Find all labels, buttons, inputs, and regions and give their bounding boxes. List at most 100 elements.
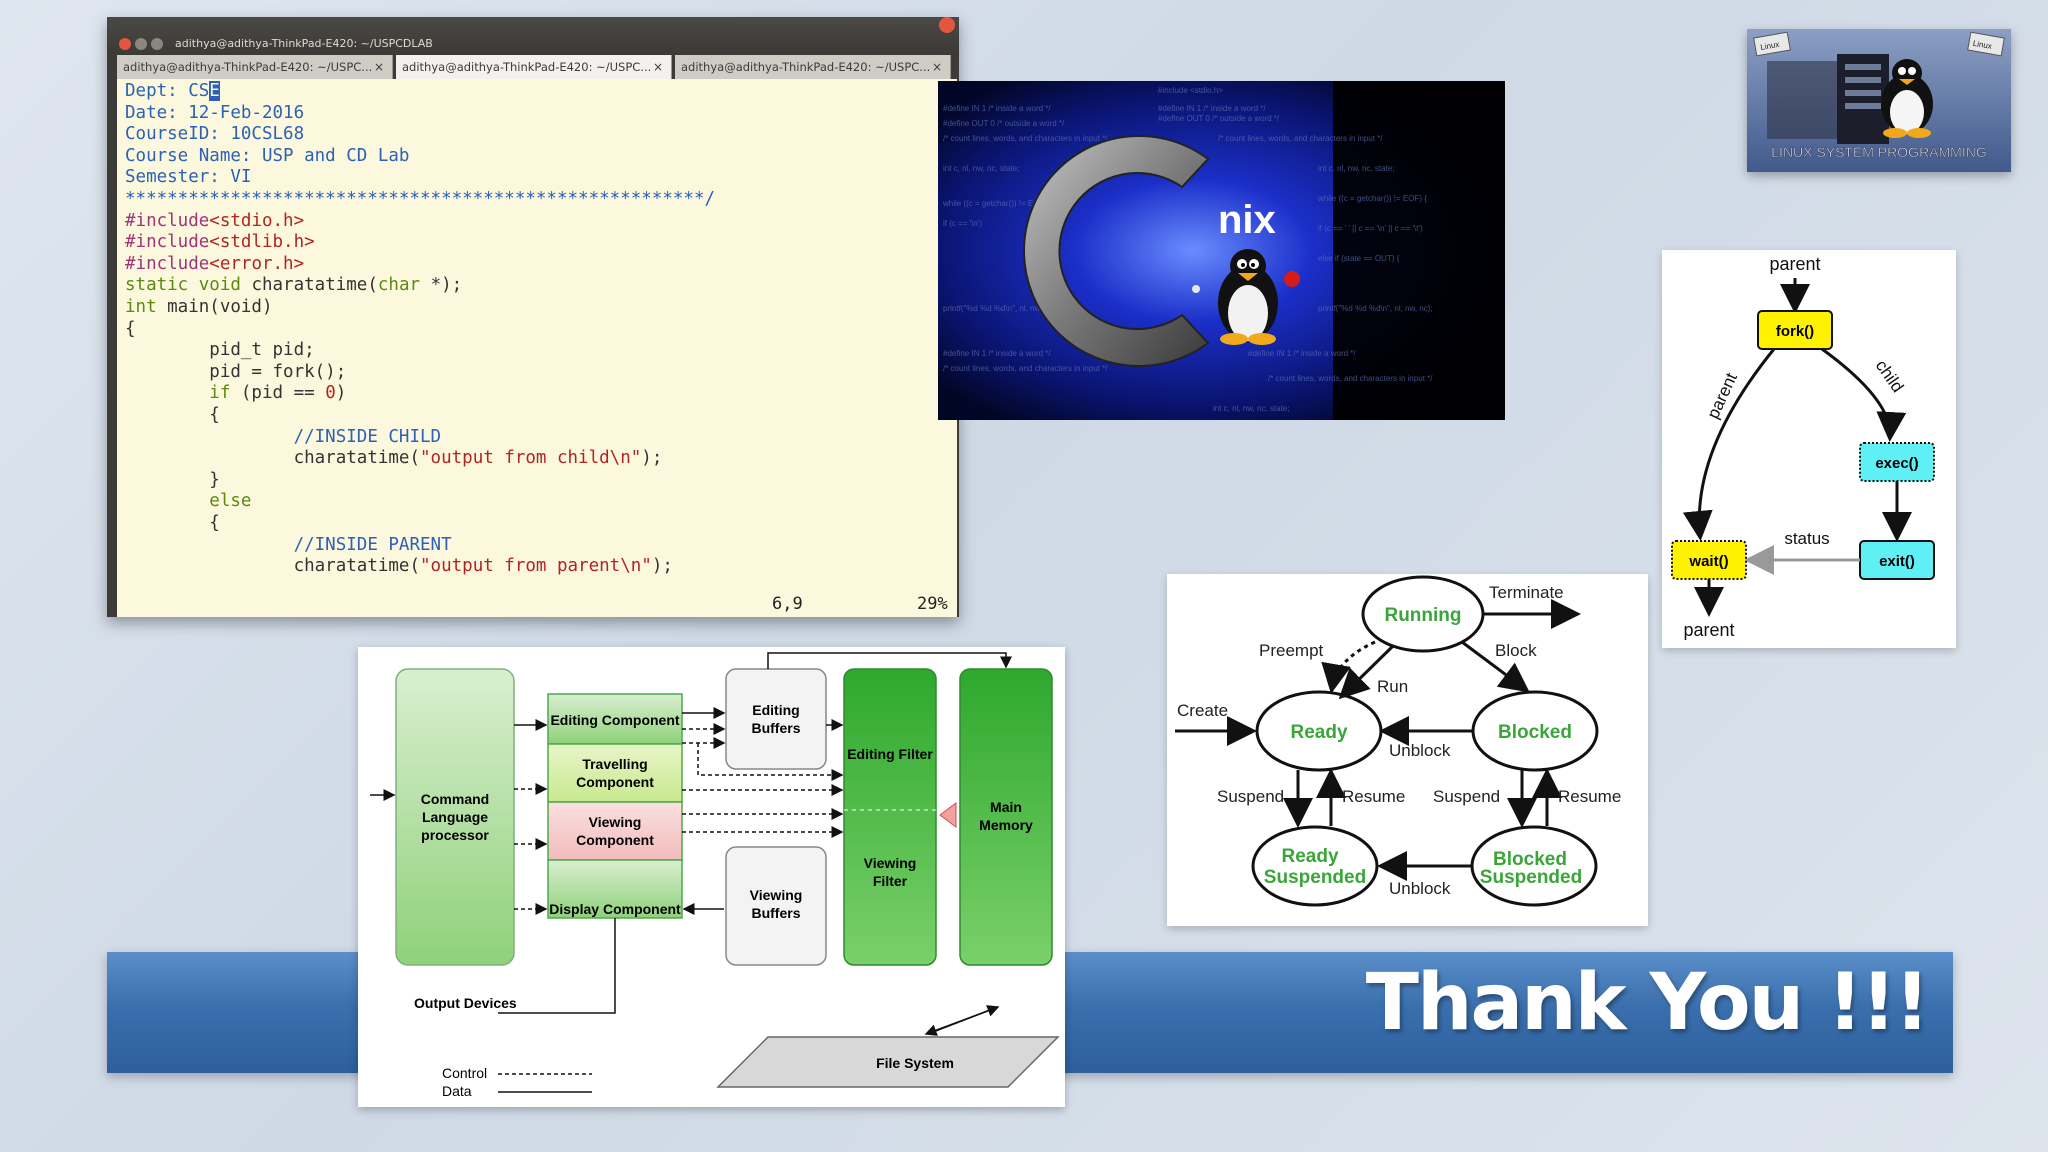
status-edge-label: status <box>1784 529 1829 548</box>
maximize-window-button[interactable] <box>151 38 163 50</box>
travelling-label: Component <box>576 774 654 790</box>
unix-wallpaper-image: #define IN 1 /* inside a word */ #define… <box>938 81 1505 420</box>
code-line: static void charatatime(char *); <box>125 275 463 296</box>
code-line: charatatime("output from parent\n"); <box>125 556 673 577</box>
travelling-label: Travelling <box>582 756 647 772</box>
unix-c-logo <box>1023 135 1210 367</box>
code-snippet: #define IN 1 /* inside a word */ <box>1248 349 1356 358</box>
code-line: charatatime("output from child\n"); <box>125 448 663 469</box>
close-window-button[interactable] <box>119 38 131 50</box>
code-snippet: int c, nl, nw, nc, state; <box>943 164 1019 173</box>
viewing-buffers-box <box>725 846 827 966</box>
terminal-tab-1[interactable]: adithya@adithya-ThinkPad-E420: ~/USPC...… <box>117 55 393 79</box>
viewing-component-label: Component <box>576 832 654 848</box>
tux-penguin-icon <box>1881 59 1933 138</box>
code-line: #include<error.h> <box>125 253 305 274</box>
code-line: pid = fork(); <box>125 361 347 382</box>
code-line: } <box>125 469 220 490</box>
editing-buffers-box <box>725 668 827 770</box>
linux-badge: Linux <box>1972 39 1992 51</box>
scroll-percent: 29% <box>917 594 948 614</box>
close-icon[interactable]: × <box>652 60 663 74</box>
code-snippet: /* count lines, words, and characters in… <box>943 364 1108 373</box>
editing-component-box <box>547 693 683 745</box>
code-snippet: else if (state == OUT) { <box>1318 254 1400 263</box>
close-icon[interactable]: × <box>931 60 942 74</box>
cursor-position: 6,9 <box>772 594 803 614</box>
bottom-parent-label: parent <box>1683 620 1734 640</box>
viewing-buffers-label: Viewing <box>750 887 803 903</box>
viewing-buffers-label: Buffers <box>751 905 800 921</box>
code-line: Dept: CSE <box>125 81 220 101</box>
code-line: #include<stdlib.h> <box>125 232 315 253</box>
viewing-component-label: Viewing <box>589 814 642 830</box>
terminal-tab-3[interactable]: adithya@adithya-ThinkPad-E420: ~/USPC...… <box>675 55 951 79</box>
code-line: int main(void) <box>125 297 273 317</box>
legend-control-label: Control <box>442 1065 487 1081</box>
main-memory-box <box>959 668 1053 966</box>
linux-system-programming-logo: Linux Linux LINUX SYSTEM PROGRAMMING <box>1747 29 2011 172</box>
blocked-suspended-label: Suspended <box>1480 867 1582 888</box>
blocked-suspended-label: Blocked <box>1493 849 1567 870</box>
travelling-component-box <box>547 743 683 803</box>
window-title: adithya@adithya-ThinkPad-E420: ~/USPCDLA… <box>175 37 433 50</box>
viewing-component-box <box>547 801 683 861</box>
code-line: if (pid == 0) <box>125 383 347 404</box>
editing-buffers-label: Buffers <box>751 720 800 736</box>
output-devices-label: Output Devices <box>414 995 517 1011</box>
tab-label: adithya@adithya-ThinkPad-E420: ~/USPC... <box>681 60 931 74</box>
editing-component-label: Editing Component <box>550 712 679 728</box>
terminal-window[interactable]: adithya@adithya-ThinkPad-E420: ~/USPCDLA… <box>107 17 959 617</box>
code-line: //INSIDE PARENT <box>125 534 452 555</box>
terminal-tab-2[interactable]: adithya@adithya-ThinkPad-E420: ~/USPC...… <box>396 55 672 79</box>
ready-suspended-label: Ready <box>1281 846 1338 867</box>
linux-badge: Linux <box>1760 40 1780 52</box>
display-component-label: Display Component <box>549 901 681 917</box>
code-line: else <box>125 491 252 512</box>
process-state-diagram: Running Ready Blocked Ready Suspended Bl… <box>1167 574 1648 926</box>
file-system-label: File System <box>876 1055 954 1071</box>
code-snippet: printf("%d %d %d\n", nl, nw, nc); <box>943 304 1058 313</box>
code-snippet: #include <stdio.h> <box>1158 86 1223 95</box>
code-snippet: /* count lines, words, and characters in… <box>1218 134 1383 143</box>
suspend-edge-label: Suspend <box>1433 787 1500 806</box>
code-snippet: #define OUT 0 /* outside a word */ <box>1158 114 1280 123</box>
code-line: { <box>125 405 220 425</box>
thank-you-text: Thank You !!! <box>1365 958 1930 1048</box>
terminal-titlebar[interactable]: adithya@adithya-ThinkPad-E420: ~/USPCDLA… <box>107 17 959 55</box>
command-label: Command <box>421 791 489 807</box>
top-parent-label: parent <box>1769 254 1820 274</box>
close-icon[interactable]: × <box>373 60 384 74</box>
suspend-edge-label: Suspend <box>1217 787 1284 806</box>
code-line: { <box>125 513 220 533</box>
viewing-filter-label: Viewing <box>864 855 917 871</box>
legend-data-label: Data <box>442 1083 472 1099</box>
exit-label: exit() <box>1879 553 1915 570</box>
blocked-label: Blocked <box>1498 722 1572 743</box>
code-snippet: printf("%d %d %d\n", nl, nw, nc); <box>1318 304 1433 313</box>
code-snippet: /* count lines, words, and characters in… <box>943 134 1108 143</box>
code-snippet: #define IN 1 /* inside a word */ <box>1158 104 1266 113</box>
code-snippet: #define IN 1 /* inside a word */ <box>943 104 1051 113</box>
parent-edge-label: parent <box>1703 370 1741 422</box>
resume-edge-label: Resume <box>1558 787 1621 806</box>
editing-buffers-label: Editing <box>752 702 799 718</box>
unblock-edge-label: Unblock <box>1389 879 1451 898</box>
vim-editor-buffer[interactable]: Dept: CSE Date: 12-Feb-2016 CourseID: 10… <box>117 79 957 617</box>
minimize-window-button[interactable] <box>135 38 147 50</box>
code-line: //INSIDE CHILD <box>125 426 442 447</box>
code-snippet: if (c == ' ' || c == '\n' || c == '\t') <box>1318 224 1423 233</box>
filter-box <box>843 668 937 966</box>
text-cursor: E <box>209 81 220 101</box>
viewing-filter-label: Filter <box>873 873 908 889</box>
record-icon[interactable] <box>939 17 955 33</box>
code-line: Course Name: USP and CD Lab <box>125 145 410 166</box>
code-line: #include<stdio.h> <box>125 210 305 231</box>
create-edge-label: Create <box>1177 701 1228 720</box>
command-label: processor <box>421 827 489 843</box>
code-line: Semester: VI <box>125 167 252 188</box>
fork-exec-diagram: parent fork() parent child exec() exit()… <box>1662 250 1956 648</box>
preempt-edge-label: Preempt <box>1259 641 1324 660</box>
run-edge-label: Run <box>1377 677 1408 696</box>
tab-label: adithya@adithya-ThinkPad-E420: ~/USPC... <box>123 60 373 74</box>
